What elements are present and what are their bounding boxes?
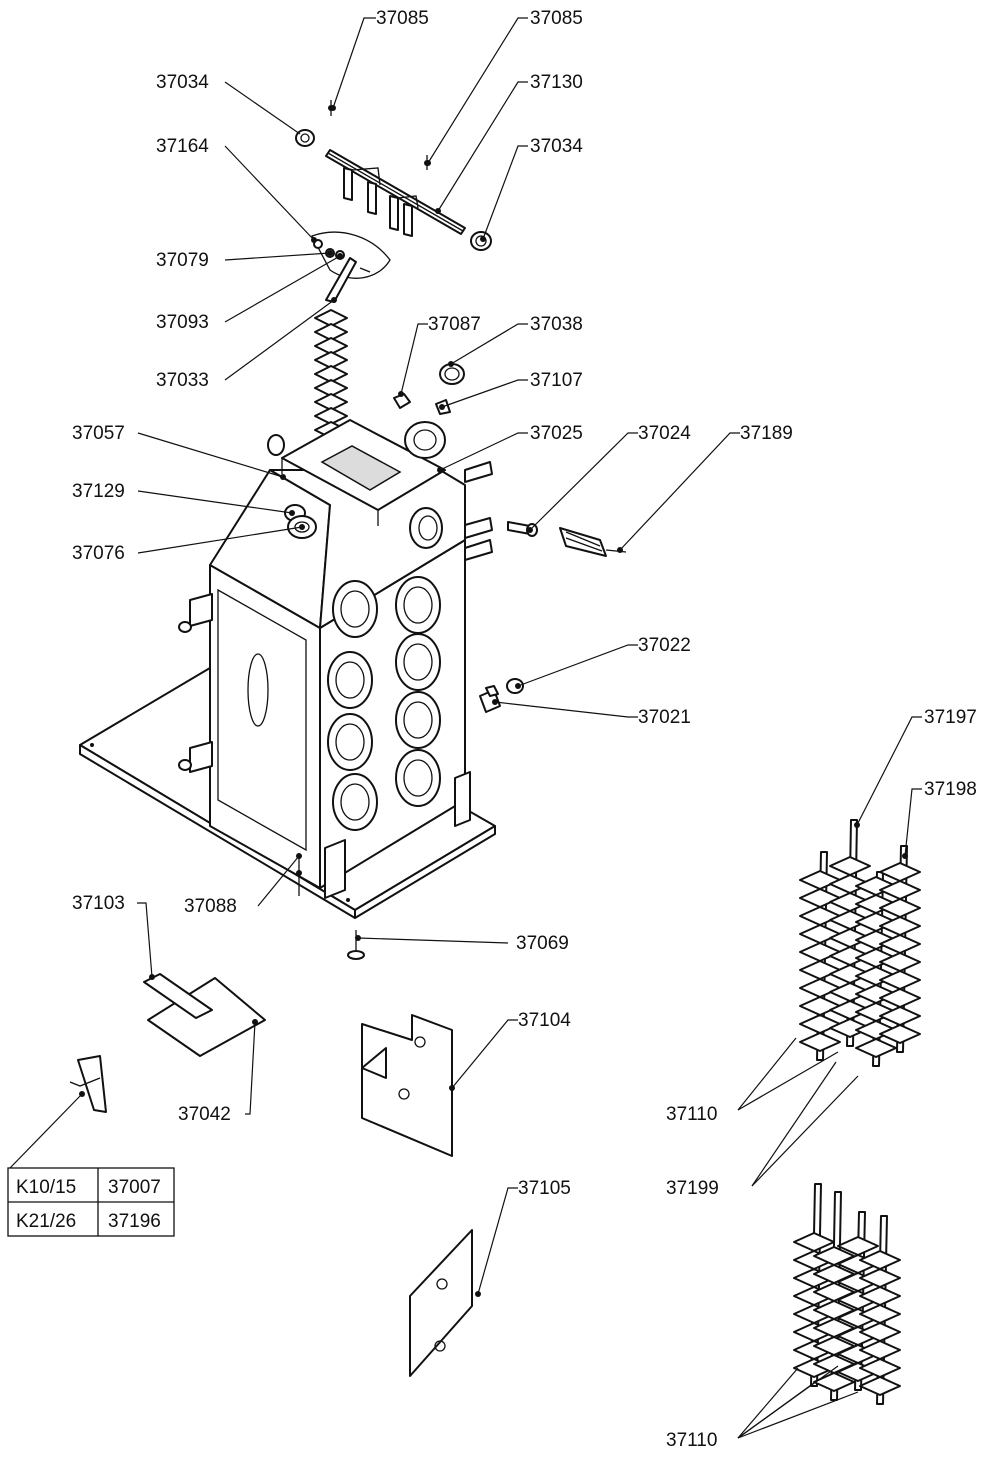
turbulator-link	[837, 1236, 879, 1256]
turbulator-link	[314, 337, 348, 355]
turbulator-link	[879, 880, 921, 900]
turbulator-link	[859, 1322, 901, 1342]
label-37033: 37033	[156, 370, 209, 391]
turbulator-link	[314, 351, 348, 369]
turbulator-link	[859, 1268, 901, 1288]
turbulator-link	[799, 1032, 841, 1052]
turbulator-link	[314, 407, 348, 425]
table-row-1-model: K10/15	[16, 1177, 76, 1198]
label-37087: 37087	[428, 314, 481, 335]
label-37042: 37042	[178, 1104, 231, 1125]
turbulator-link	[879, 934, 921, 954]
label-37069: 37069	[516, 933, 569, 954]
port-2	[395, 576, 441, 634]
turbulator-link	[314, 323, 348, 341]
port-7	[332, 773, 378, 831]
turbulator-link	[829, 856, 871, 876]
label-37197: 37197	[924, 707, 977, 728]
label-37199: 37199	[666, 1178, 719, 1199]
leader-dots	[79, 105, 908, 1297]
turbulator-link	[879, 916, 921, 936]
plate-37042	[143, 973, 266, 1057]
turbulator-link	[879, 952, 921, 972]
front-ports	[327, 576, 441, 831]
label-37110-a: 37110	[666, 1104, 717, 1125]
turbulator-bundle-lower	[793, 1183, 901, 1405]
turbulator-link	[859, 1376, 901, 1396]
label-37110-b: 37110	[666, 1430, 717, 1451]
table-row-2-part: 37196	[108, 1211, 161, 1232]
turbulator-link	[879, 862, 921, 882]
turbulator-link	[859, 1304, 901, 1324]
leader-lines	[9, 17, 922, 1439]
label-37129: 37129	[72, 481, 125, 502]
turbulator-link	[859, 1250, 901, 1270]
turbulator-link	[314, 309, 348, 327]
port-4	[395, 633, 441, 691]
label-37198: 37198	[924, 779, 977, 800]
label-37024: 37024	[638, 423, 691, 444]
turbulator-link	[855, 1038, 897, 1058]
label-37025: 37025	[530, 423, 583, 444]
label-37057: 37057	[72, 423, 125, 444]
label-37107: 37107	[530, 370, 583, 391]
spring-37189	[559, 527, 627, 557]
thermostat-37057	[267, 434, 285, 456]
foot-37069	[347, 930, 365, 960]
part-labels: 37085 37085 37034 37130 37164 37034 3707…	[72, 8, 977, 1451]
turbulator-link	[813, 1372, 855, 1392]
drain-valve-37021	[479, 685, 501, 713]
label-37104: 37104	[518, 1010, 571, 1031]
table-row-1-part: 37007	[108, 1177, 161, 1198]
turbulator-link	[879, 970, 921, 990]
baffle-37104	[361, 1014, 453, 1157]
label-37079: 37079	[156, 250, 209, 271]
baffle-37105	[409, 1229, 473, 1377]
turbulator-link	[879, 1024, 921, 1044]
handles	[178, 593, 213, 773]
label-37103: 37103	[72, 893, 125, 914]
label-37088: 37088	[184, 896, 237, 917]
variant-table: K10/15 37007 K21/26 37196	[7, 1167, 175, 1237]
turbulator-link	[314, 365, 348, 383]
turbulator-link	[314, 393, 348, 411]
label-37085-a: 37085	[376, 8, 429, 29]
turbulator-link	[859, 1340, 901, 1360]
label-37189: 37189	[740, 423, 793, 444]
port-3	[327, 651, 373, 709]
turbulator-link	[859, 1358, 901, 1378]
label-37164: 37164	[156, 136, 209, 157]
label-37076: 37076	[72, 543, 125, 564]
plug-37034-left	[295, 129, 315, 147]
manifold-tube-37130	[325, 149, 466, 237]
turbulator-bundle-upper	[799, 819, 921, 1067]
turbulator-link	[793, 1232, 835, 1252]
table-row-2-model: K21/26	[16, 1211, 76, 1232]
label-37105: 37105	[518, 1178, 571, 1199]
hook-tool-variant	[69, 1055, 107, 1113]
turbulator-link	[879, 1006, 921, 1026]
air-vent-37038	[439, 363, 465, 385]
turbulator-link	[859, 1286, 901, 1306]
label-37034-b: 37034	[530, 136, 583, 157]
bolt-37088	[296, 856, 302, 896]
port-8	[395, 749, 441, 807]
turbulator-link	[879, 988, 921, 1008]
turbulator-link	[879, 898, 921, 918]
port-1	[332, 580, 378, 638]
label-37093: 37093	[156, 312, 209, 333]
label-37034-a: 37034	[156, 72, 209, 93]
label-37130: 37130	[530, 72, 583, 93]
label-37038: 37038	[530, 314, 583, 335]
port-6	[395, 691, 441, 749]
label-37085-b: 37085	[530, 8, 583, 29]
turbulator-link	[314, 379, 348, 397]
label-37021: 37021	[638, 707, 691, 728]
label-37022: 37022	[638, 635, 691, 656]
turbulator-37033	[314, 257, 357, 439]
port-5	[327, 713, 373, 771]
